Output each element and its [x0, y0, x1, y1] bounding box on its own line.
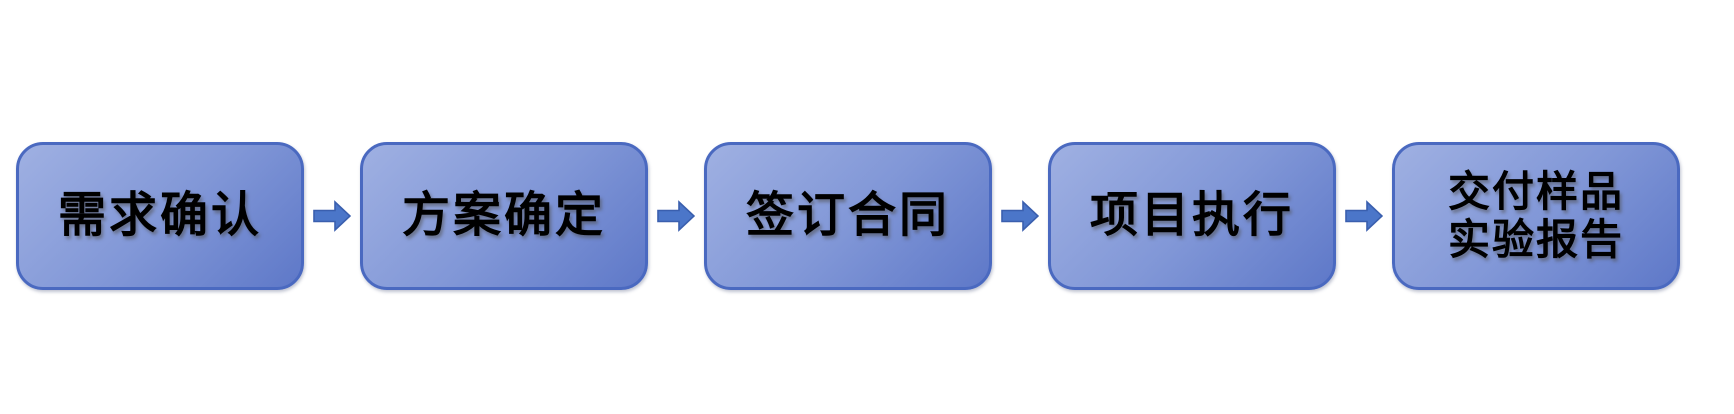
flow-step-project-execution: 项目执行 [1048, 142, 1336, 290]
flow-connector [304, 200, 360, 232]
flow-step-deliver-sample-report: 交付样品 实验报告 [1392, 142, 1680, 290]
flow-row: 需求确认 方案确定 签订合同 项目执行 [16, 142, 1680, 290]
flow-step-requirement-confirmation: 需求确认 [16, 142, 304, 290]
arrow-right-icon [313, 200, 351, 232]
arrow-right-icon [657, 200, 695, 232]
flow-step-label: 方案确定 [401, 189, 606, 243]
flow-step-label: 需求确认 [57, 189, 262, 243]
arrow-right-icon [1345, 200, 1383, 232]
flow-connector [992, 200, 1048, 232]
arrow-right-icon [1001, 200, 1039, 232]
flow-step-label: 签订合同 [745, 189, 950, 243]
flow-connector [1336, 200, 1392, 232]
flow-step-contract-signing: 签订合同 [704, 142, 992, 290]
flow-step-label: 交付样品 实验报告 [1447, 167, 1624, 263]
flow-step-plan-determination: 方案确定 [360, 142, 648, 290]
flow-connector [648, 200, 704, 232]
flow-step-label: 项目执行 [1089, 189, 1294, 243]
